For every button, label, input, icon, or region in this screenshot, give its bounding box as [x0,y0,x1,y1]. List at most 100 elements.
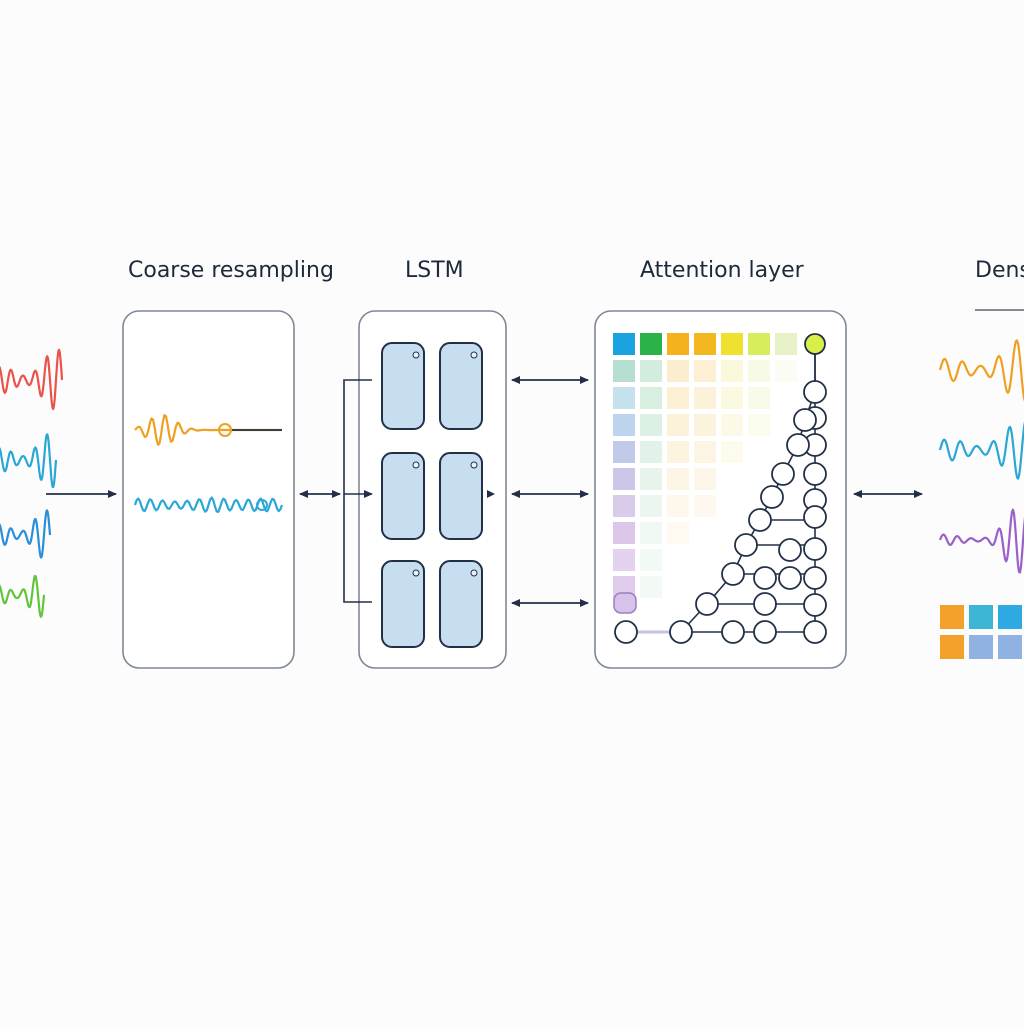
node-graph-icon [753,620,777,644]
node-graph-icon [614,620,638,644]
node-graph-icon [803,537,827,561]
attention-cell [667,441,689,463]
attention-cell [721,387,743,409]
lstm-cells [343,342,483,648]
attention-cell [613,414,635,436]
attention-cell [748,414,770,436]
lstm-output-marker [487,490,495,498]
coarse-node [256,499,268,511]
input-waveforms [0,348,64,618]
node-graph-icon [734,533,758,557]
node-graph-icon [803,566,827,590]
coarse-resampling-title: Coarse resampling [128,258,334,283]
node-graph-icon [753,566,777,590]
attention-heatmap [613,333,797,614]
attention-cell [667,333,689,355]
attention-cell [775,360,797,382]
node-graph-icon [721,562,745,586]
attention-cell [640,549,662,571]
node-graph-icon [721,620,745,644]
input-waveform-icon [0,509,52,559]
node-graph-icon [771,462,795,486]
lstm-cell-icon [381,452,425,540]
attention-cell [748,360,770,382]
attention-cell [748,333,770,355]
dense-blocks [940,605,1022,659]
attention-cell [640,387,662,409]
attention-cell [694,333,716,355]
lstm-cell-dot [412,569,420,577]
node-graph-icon [669,620,693,644]
attention-cell [667,495,689,517]
node-graph-icon [803,505,827,529]
dense-block-icon [940,605,964,629]
lstm-cell-icon [439,560,483,648]
node-graph-icon [803,593,827,617]
dense-block-icon [969,635,993,659]
lstm-input-bracket [343,379,372,603]
input-waveform-icon [0,433,58,489]
lstm-cell-dot [412,461,420,469]
attention-cell [613,441,635,463]
coarse-waveforms [133,414,284,513]
attention-cell [640,468,662,490]
dense-block-icon [940,635,964,659]
attention-cell [667,468,689,490]
lstm-cell-dot [470,351,478,359]
dense-title: Dens [975,258,1024,283]
attention-cell [613,360,635,382]
dense-block-icon [969,605,993,629]
attention-cell [613,495,635,517]
connector-arrows [46,376,923,607]
stage-panels [122,309,1024,669]
lstm-cell-dot [470,461,478,469]
lstm-cell-icon [439,342,483,430]
lstm-title: LSTM [405,258,464,283]
node-graph-icon [760,485,784,509]
attention-cell [775,333,797,355]
attention-cell [667,522,689,544]
output-waveform-icon [938,508,1024,574]
attention-cell [721,333,743,355]
attention-cell [694,468,716,490]
dense-block-icon [998,605,1022,629]
attention-cell [694,441,716,463]
attention-cell [640,522,662,544]
lstm-cell-icon [381,560,425,648]
attention-cell [694,387,716,409]
node-graph-icon [793,408,817,432]
attention-cell [748,387,770,409]
attention-cell [640,576,662,598]
attention-cell [640,441,662,463]
node-graph-icon [803,462,827,486]
attention-cell [613,522,635,544]
attention-cell [613,592,637,614]
attention-cell [694,414,716,436]
attention-cell [694,360,716,382]
output-waveform-icon [938,421,1024,480]
attention-cell [640,333,662,355]
attention-cell [613,468,635,490]
attention-cell [667,360,689,382]
attention-cell [667,414,689,436]
coarse-node [218,423,232,437]
coarse-resampling-panel [122,310,295,669]
node-graph-icon [753,592,777,616]
attention-cell [613,333,635,355]
node-graph-icon [748,508,772,532]
attention-layer-title: Attention layer [640,258,804,283]
attention-cell [721,441,743,463]
lstm-cell-icon [439,452,483,540]
input-waveform-icon [0,575,46,618]
attention-cell [640,495,662,517]
node-graph-icon [786,433,810,457]
node-graph-icon [778,566,802,590]
output-waveform-icon [938,339,1024,402]
output-waveforms [938,339,1024,574]
attention-cell [640,360,662,382]
attention-cell [640,414,662,436]
attention-node-graph [614,333,827,644]
lstm-cell-icon [381,342,425,430]
